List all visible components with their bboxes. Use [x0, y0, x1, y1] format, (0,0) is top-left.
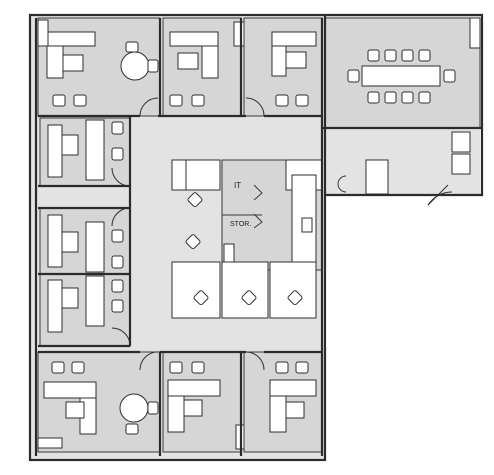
- office-left-3: [39, 273, 131, 347]
- office-left-1: [39, 117, 131, 187]
- reception-workstations: [171, 159, 317, 319]
- office-bottom-left: [37, 351, 161, 453]
- office-bottom-right: [243, 351, 323, 453]
- conference-room: [324, 17, 481, 129]
- office-top-right: [243, 17, 323, 117]
- east-annex: [337, 131, 471, 206]
- office-top-left: [37, 17, 161, 117]
- door-swings: [111, 97, 265, 371]
- office-left-2: [39, 207, 131, 275]
- it-room-label: IT: [234, 181, 241, 190]
- office-top-center: [162, 17, 245, 117]
- office-bottom-center: [162, 351, 247, 453]
- storage-room-label: STOR.: [230, 221, 251, 228]
- service-core: [221, 159, 323, 271]
- walls: [28, 13, 484, 462]
